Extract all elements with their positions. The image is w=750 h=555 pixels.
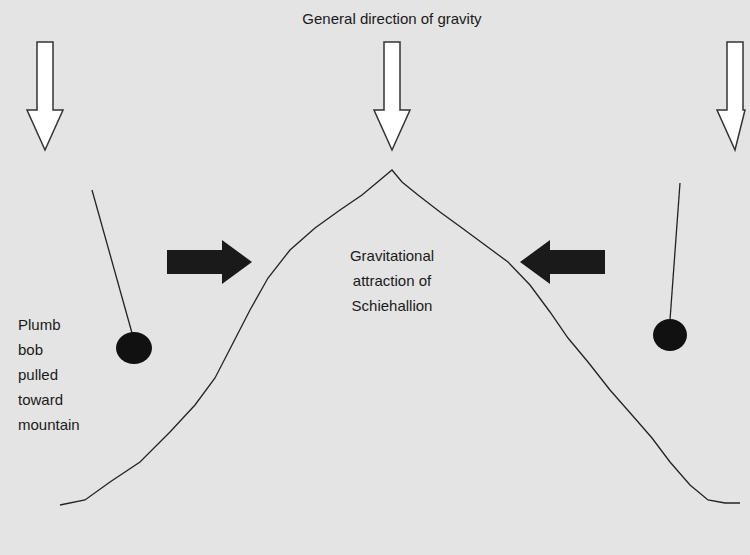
attraction-label: Gravitational attraction of Schiehallion xyxy=(350,243,434,318)
gravity-arrows xyxy=(27,42,745,150)
mountain-outline xyxy=(60,170,740,505)
gravity-label: General direction of gravity xyxy=(302,6,481,31)
plumb-label: Plumb bob pulled toward mountain xyxy=(18,312,80,437)
plumb-bobs xyxy=(116,319,687,364)
plumb-lines xyxy=(92,183,680,333)
